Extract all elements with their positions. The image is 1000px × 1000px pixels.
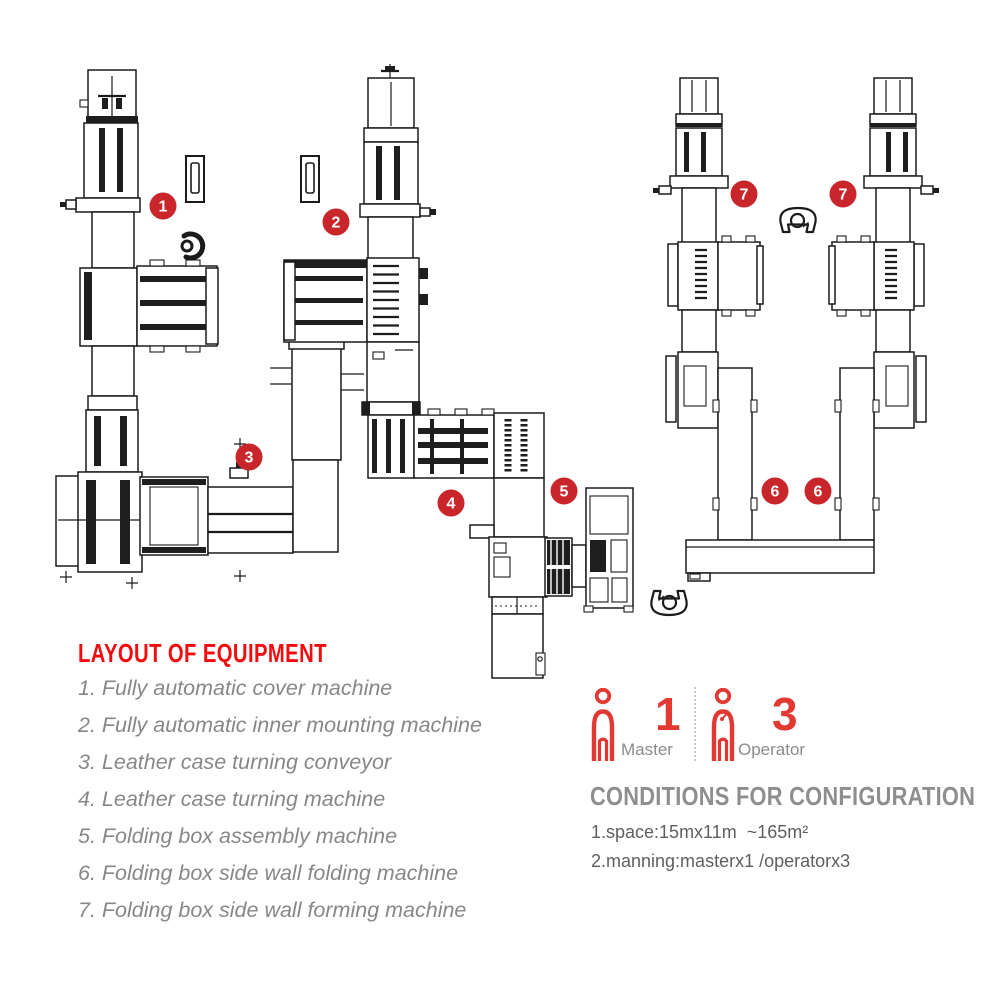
machine-7-right-drawing (827, 76, 941, 542)
rotation-station-icon (779, 206, 817, 234)
conditions-line-manning: 2.manning:masterx1 /operatorx3 (591, 851, 851, 871)
equipment-list-item: 4. Leather case turning machine (78, 787, 386, 811)
svg-text:3: 3 (245, 450, 254, 467)
machine-3-conveyor-drawing (139, 339, 364, 556)
pallet-slot-icon (185, 155, 205, 203)
wrench-icon (720, 711, 731, 721)
machine-5-drawing (544, 487, 634, 613)
machine-4-drawing (367, 408, 548, 679)
equipment-list-item: 3. Leather case turning conveyor (78, 750, 392, 774)
equipment-list-item: 6. Folding box side wall folding machine (78, 861, 459, 885)
clamp-icon (180, 231, 206, 261)
svg-text:7: 7 (740, 187, 749, 204)
outfeed-table-drawing (685, 539, 875, 582)
svg-text:5: 5 (560, 484, 569, 501)
svg-text:4: 4 (447, 496, 456, 513)
badge-6-left: 6 (761, 477, 789, 505)
master-count: 1 (655, 688, 681, 740)
conditions-line-space: 1.space:15mx11m ~165m² (591, 822, 809, 842)
layout-heading: LAYOUT OF EQUIPMENT (78, 638, 327, 668)
svg-text:1: 1 (159, 199, 168, 216)
svg-text:2: 2 (332, 215, 341, 232)
badge-1: 1 (149, 192, 177, 220)
machine-2-drawing (283, 64, 436, 416)
pallet-slot-icon (300, 155, 320, 203)
badge-6-right: 6 (804, 477, 832, 505)
operator-person-icon (711, 688, 735, 761)
rotation-station-icon (650, 589, 688, 617)
svg-text:7: 7 (839, 187, 848, 204)
equipment-layout-diagram: 1 2 3 4 5 6 6 7 (55, 64, 941, 679)
machine-7-left-drawing (651, 76, 765, 542)
badge-4: 4 (437, 489, 465, 517)
badge-7-left: 7 (730, 180, 758, 208)
conditions-heading: CONDITIONS FOR CONFIGURATION (590, 781, 976, 811)
badge-2: 2 (322, 208, 350, 236)
operator-count: 3 (772, 688, 798, 740)
badge-5: 5 (550, 477, 578, 505)
equipment-list-item: 2. Fully automatic inner mounting machin… (78, 713, 482, 737)
master-person-icon (591, 688, 615, 761)
equipment-list-item: 7. Folding box side wall forming machine (78, 898, 467, 922)
machine-1-drawing (55, 69, 246, 589)
operator-label: Operator (738, 740, 806, 759)
master-label: Master (621, 740, 673, 759)
svg-text:6: 6 (771, 484, 780, 501)
equipment-list-item: 1. Fully automatic cover machine (78, 676, 393, 700)
equipment-list-item: 5. Folding box assembly machine (78, 824, 398, 848)
staffing-divider (694, 687, 696, 761)
svg-text:6: 6 (814, 484, 823, 501)
badge-3: 3 (235, 443, 263, 471)
badge-7-right: 7 (829, 180, 857, 208)
